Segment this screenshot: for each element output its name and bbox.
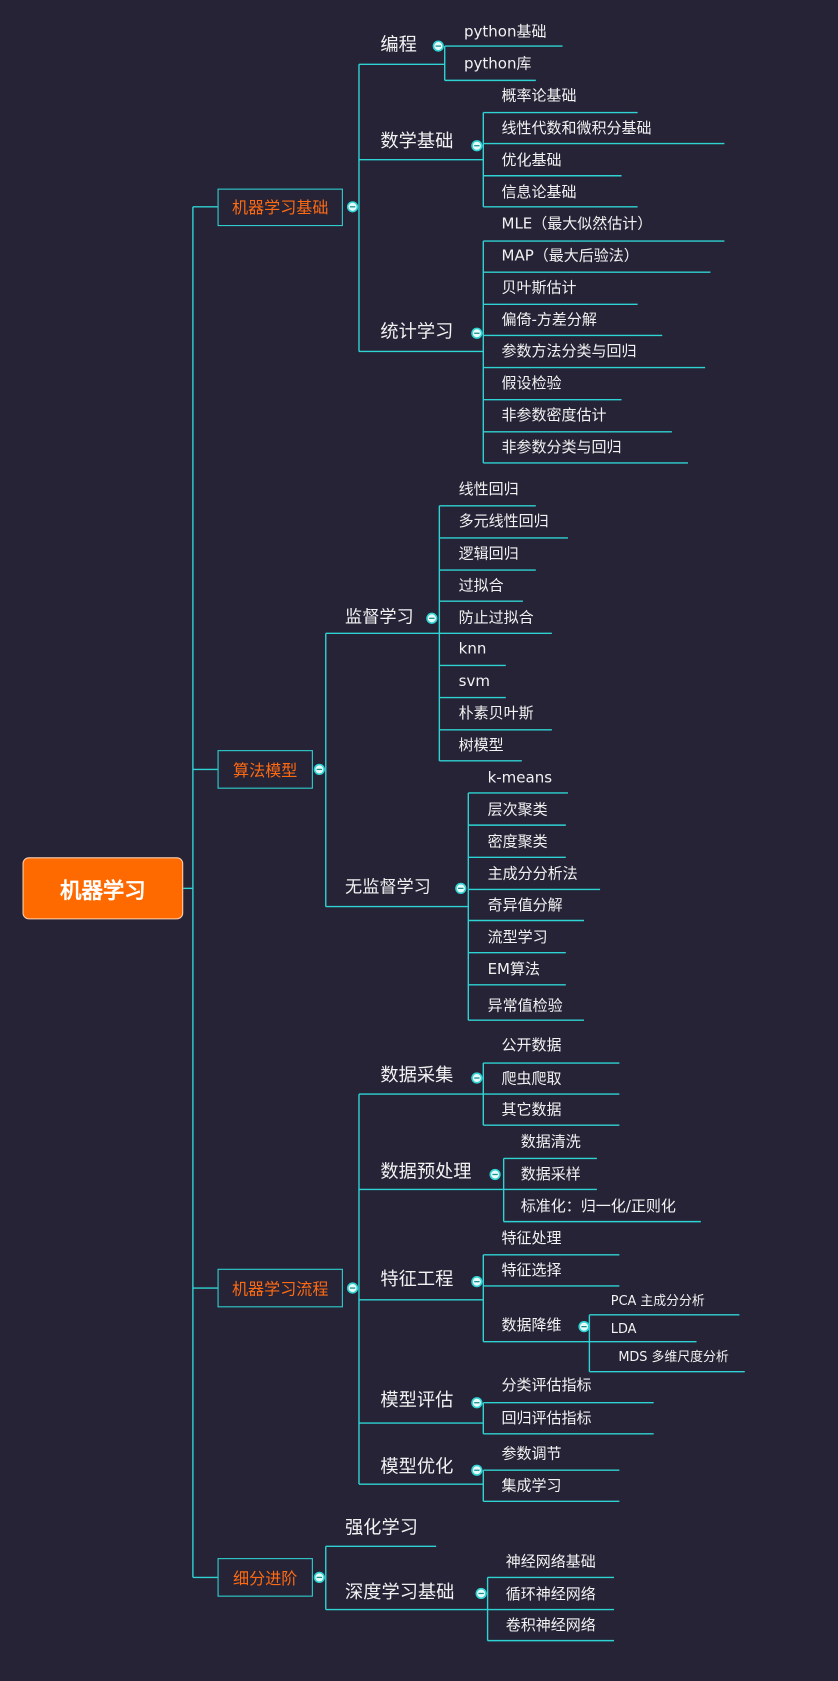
collapse-toggle-icon[interactable]: [313, 1571, 325, 1584]
topic-node[interactable]: 流型学习: [487, 929, 548, 947]
topic-node[interactable]: 无监督学习: [345, 876, 431, 898]
topic-node[interactable]: 假设检验: [501, 375, 562, 393]
topic-node[interactable]: 分类评估指标: [501, 1377, 592, 1395]
topic-node[interactable]: svm: [458, 673, 490, 691]
topic-node[interactable]: 树模型: [458, 737, 504, 755]
topic-node[interactable]: 非参数密度估计: [501, 407, 607, 425]
topic-node[interactable]: 标准化：归一化/正则化: [520, 1198, 676, 1216]
topic-node[interactable]: 奇异值分解: [487, 897, 563, 915]
topic-node[interactable]: 特征选择: [501, 1262, 562, 1280]
topic-node[interactable]: 信息论基础: [501, 184, 577, 202]
topic-node[interactable]: 数据采样: [520, 1166, 581, 1184]
topic-node[interactable]: LDA: [610, 1321, 637, 1337]
topic-node[interactable]: 逻辑回归: [458, 545, 519, 563]
topic-node[interactable]: 线性回归: [458, 481, 519, 499]
topic-node[interactable]: 公开数据: [501, 1037, 562, 1055]
topic-node[interactable]: MDS 多维尺度分析: [618, 1349, 729, 1365]
topic-node[interactable]: 概率论基础: [501, 88, 577, 106]
topic-node[interactable]: 循环神经网络: [505, 1586, 596, 1604]
topic-node[interactable]: 模型优化: [380, 1455, 454, 1478]
topic-node[interactable]: 线性代数和微积分基础: [501, 120, 652, 138]
topic-node[interactable]: 数学基础: [380, 130, 454, 152]
collapse-toggle-icon[interactable]: [489, 1168, 501, 1181]
topic-node[interactable]: k-means: [487, 769, 553, 787]
branch-node-advanced[interactable]: 细分进阶: [217, 1558, 313, 1597]
topic-node[interactable]: 数据降维: [501, 1317, 562, 1335]
topic-node[interactable]: python基础: [464, 23, 547, 42]
topic-node[interactable]: 防止过拟合: [458, 610, 534, 628]
topic-node[interactable]: 参数方法分类与回归: [501, 343, 637, 361]
collapse-toggle-icon[interactable]: [471, 1276, 483, 1288]
topic-node[interactable]: 密度聚类: [487, 834, 548, 852]
topic-node[interactable]: MLE（最大似然估计）: [501, 215, 653, 233]
topic-node[interactable]: 卷积神经网络: [505, 1617, 596, 1635]
topic-node[interactable]: 集成学习: [501, 1478, 562, 1496]
topic-node[interactable]: 特征工程: [380, 1268, 454, 1290]
topic-node[interactable]: 数据预处理: [380, 1161, 472, 1183]
collapse-toggle-icon[interactable]: [471, 140, 483, 152]
collapse-toggle-icon[interactable]: [346, 1282, 359, 1294]
collapse-toggle-icon[interactable]: [578, 1321, 590, 1333]
topic-node[interactable]: 贝叶斯估计: [501, 280, 577, 298]
topic-node[interactable]: 非参数分类与回归: [501, 439, 622, 457]
collapse-toggle-icon[interactable]: [475, 1587, 487, 1600]
topic-node[interactable]: 模型评估: [380, 1389, 454, 1411]
collapse-toggle-icon[interactable]: [346, 201, 359, 213]
collapse-toggle-icon[interactable]: [432, 40, 444, 52]
topic-node[interactable]: 爬虫爬取: [501, 1070, 562, 1088]
topic-node[interactable]: EM算法: [487, 961, 541, 979]
topic-node[interactable]: PCA 主成分分析: [610, 1293, 705, 1309]
topic-node[interactable]: 监督学习: [345, 606, 414, 628]
branch-node-ml-basics[interactable]: 机器学习基础: [217, 188, 343, 227]
topic-node[interactable]: 过拟合: [458, 577, 504, 596]
collapse-toggle-icon[interactable]: [471, 1072, 483, 1084]
topic-node[interactable]: 朴素贝叶斯: [458, 705, 534, 723]
root-node[interactable]: 机器学习: [22, 857, 184, 920]
topic-node[interactable]: 参数调节: [501, 1445, 562, 1464]
topic-node[interactable]: python库: [464, 56, 532, 74]
branch-node-ml-workflow[interactable]: 机器学习流程: [217, 1268, 343, 1308]
topic-node[interactable]: 层次聚类: [487, 801, 548, 820]
topic-node[interactable]: MAP（最大后验法）: [501, 247, 639, 266]
collapse-toggle-icon[interactable]: [471, 1464, 483, 1476]
topic-node[interactable]: 数据采集: [380, 1064, 454, 1087]
topic-node[interactable]: 其它数据: [501, 1101, 562, 1120]
topic-node[interactable]: 优化基础: [501, 152, 562, 170]
collapse-toggle-icon[interactable]: [471, 1397, 483, 1409]
collapse-toggle-icon[interactable]: [313, 763, 325, 776]
topic-node[interactable]: 特征处理: [501, 1230, 562, 1248]
collapse-toggle-icon[interactable]: [471, 327, 483, 339]
topic-node[interactable]: 编程: [380, 33, 417, 56]
topic-node[interactable]: 异常值检验: [487, 997, 563, 1016]
topic-node[interactable]: knn: [458, 641, 487, 659]
topic-node[interactable]: 数据清洗: [520, 1134, 581, 1152]
topic-node[interactable]: 强化学习: [345, 1517, 418, 1539]
topic-node[interactable]: 回归评估指标: [501, 1410, 592, 1428]
topic-node[interactable]: 多元线性回归: [458, 513, 549, 531]
topic-node[interactable]: 深度学习基础: [345, 1581, 455, 1603]
topic-node[interactable]: 偏倚-方差分解: [501, 312, 597, 330]
topic-node[interactable]: 主成分分析法: [487, 866, 578, 884]
branch-node-algorithms[interactable]: 算法模型: [217, 750, 313, 789]
topic-node[interactable]: 神经网络基础: [505, 1554, 596, 1572]
topic-node[interactable]: 统计学习: [380, 321, 454, 343]
collapse-toggle-icon[interactable]: [455, 882, 467, 894]
collapse-toggle-icon[interactable]: [426, 612, 438, 624]
